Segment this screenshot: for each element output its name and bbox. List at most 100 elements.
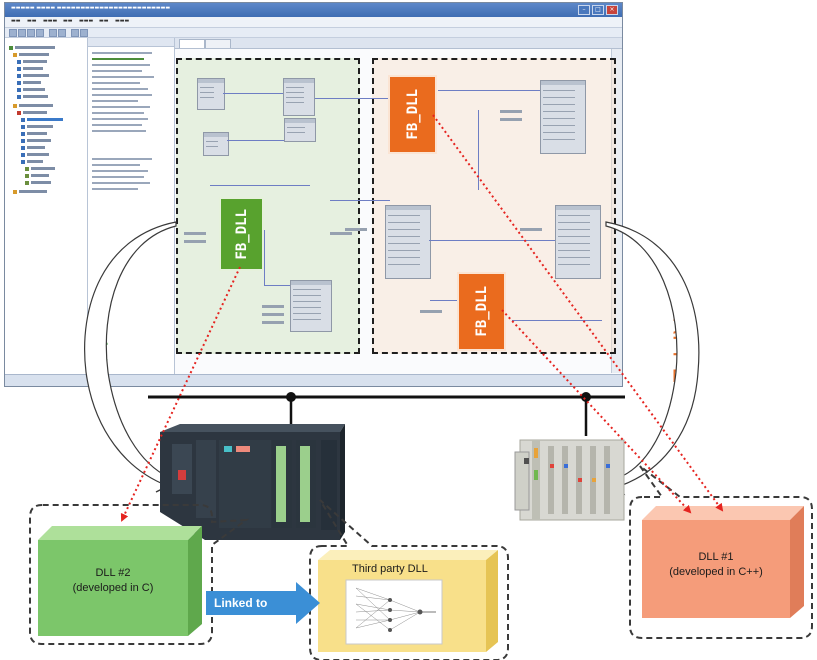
- maximize-button[interactable]: □: [592, 5, 604, 15]
- menu-item[interactable]: ▬▬: [99, 18, 109, 24]
- variable-row[interactable]: [92, 130, 146, 132]
- toolbar-button[interactable]: [9, 29, 17, 37]
- variable-row[interactable]: [92, 170, 148, 172]
- menu-item[interactable]: ▬▬▬: [115, 18, 130, 24]
- variable-row[interactable]: [92, 100, 138, 102]
- tree-node-label[interactable]: [23, 60, 47, 63]
- tree-node-label-selected[interactable]: [27, 118, 63, 121]
- variable-row[interactable]: [92, 176, 144, 178]
- tree-node-label[interactable]: [27, 125, 53, 128]
- tree-node-label[interactable]: [27, 139, 51, 142]
- variable-tag: [500, 110, 522, 113]
- toolbar-button[interactable]: [80, 29, 88, 37]
- fb-dll-block-right-bottom[interactable]: FB_DLL: [457, 272, 506, 351]
- tree-node-icon: [25, 174, 29, 178]
- tree-node-label[interactable]: [27, 153, 49, 156]
- toolbar-button[interactable]: [58, 29, 66, 37]
- variable-row[interactable]: [92, 106, 150, 108]
- variable-row[interactable]: [92, 88, 148, 90]
- tree-node-label[interactable]: [15, 46, 55, 49]
- tree-node-icon: [21, 132, 25, 136]
- variable-row[interactable]: [92, 124, 142, 126]
- toolbar-button[interactable]: [27, 29, 35, 37]
- connection-wire: [315, 98, 405, 99]
- menu-item[interactable]: ▬▬▬: [79, 18, 94, 24]
- tree-node-label[interactable]: [31, 181, 51, 184]
- variable-tag: [345, 228, 367, 231]
- variable-row[interactable]: [92, 164, 140, 166]
- variable-row[interactable]: [92, 64, 150, 66]
- function-block[interactable]: [290, 280, 332, 332]
- variable-tag: [330, 232, 352, 235]
- function-block[interactable]: [540, 80, 586, 154]
- tree-node-label[interactable]: [23, 88, 45, 91]
- tree-node-label[interactable]: [19, 190, 47, 193]
- editor-tab[interactable]: [205, 39, 231, 48]
- dll2-title: DLL #2: [95, 567, 131, 579]
- tree-node-label[interactable]: [23, 95, 48, 98]
- connector-left: [120, 266, 241, 522]
- menu-item[interactable]: ▬▬▬: [43, 18, 58, 24]
- toolbar-button[interactable]: [36, 29, 44, 37]
- tree-node-label[interactable]: [27, 132, 47, 135]
- dll2-box: DLL #2 (developed in C): [38, 566, 188, 596]
- plc-hardware: [160, 424, 345, 540]
- function-block[interactable]: [203, 132, 229, 156]
- window-titlebar: ▬▬▬▬▬ ▬▬▬▬ ▬▬▬▬▬▬▬▬▬▬▬▬▬▬▬▬▬▬▬▬▬▬▬▬ – □ …: [5, 3, 622, 17]
- tree-node-icon: [21, 125, 25, 129]
- tree-node-icon: [13, 53, 17, 57]
- fb-dll-block-right-top[interactable]: FB_DLL: [388, 75, 437, 154]
- variable-row[interactable]: [92, 118, 148, 120]
- tree-node-label[interactable]: [31, 167, 55, 170]
- tree-node-label[interactable]: [31, 174, 49, 177]
- neural-net-thumbnail: [345, 579, 443, 645]
- status-bar: [5, 374, 622, 386]
- variable-tag: [500, 118, 522, 121]
- function-block[interactable]: [284, 118, 316, 142]
- menu-item[interactable]: ▬▬: [11, 18, 21, 24]
- variable-row[interactable]: [92, 70, 142, 72]
- close-button[interactable]: ×: [606, 5, 618, 15]
- connection-wire: [227, 140, 284, 141]
- variable-row[interactable]: [92, 158, 152, 160]
- tree-node-icon: [17, 95, 21, 99]
- tree-node-label[interactable]: [19, 53, 49, 56]
- fb-dll-block-left[interactable]: FB_DLL: [219, 197, 264, 271]
- variable-row[interactable]: [92, 58, 144, 60]
- connector-right-top: [432, 114, 724, 512]
- tree-node-icon: [25, 167, 29, 171]
- tree-node-icon: [17, 88, 21, 92]
- menu-item[interactable]: ▬▬: [63, 18, 73, 24]
- menu-item[interactable]: ▬▬: [27, 18, 37, 24]
- tree-node-icon: [13, 190, 17, 194]
- variables-header: [88, 38, 174, 47]
- tree-node-icon: [21, 160, 25, 164]
- editor-scrollbar[interactable]: [611, 49, 622, 373]
- tree-node-label[interactable]: [19, 104, 53, 107]
- tree-node-label[interactable]: [23, 74, 49, 77]
- editor-tab[interactable]: [179, 39, 205, 48]
- variable-row[interactable]: [92, 182, 150, 184]
- variable-row[interactable]: [92, 52, 152, 54]
- variable-tag: [262, 313, 284, 316]
- toolbar-button[interactable]: [71, 29, 79, 37]
- variable-row[interactable]: [92, 76, 154, 78]
- toolbar-button[interactable]: [18, 29, 26, 37]
- tree-node-label[interactable]: [23, 111, 47, 114]
- function-block[interactable]: [555, 205, 601, 279]
- variable-row[interactable]: [92, 188, 138, 190]
- tree-node-label[interactable]: [23, 81, 41, 84]
- variable-row[interactable]: [92, 82, 140, 84]
- function-block[interactable]: [197, 78, 225, 110]
- variable-row[interactable]: [92, 94, 152, 96]
- minimize-button[interactable]: –: [578, 5, 590, 15]
- tree-node-label[interactable]: [23, 67, 43, 70]
- tree-node-label[interactable]: [27, 160, 43, 163]
- function-block[interactable]: [283, 78, 315, 116]
- function-block[interactable]: [385, 205, 431, 279]
- tree-node-icon: [25, 181, 29, 185]
- variable-row[interactable]: [92, 112, 144, 114]
- tree-node-label[interactable]: [27, 146, 45, 149]
- toolbar-button[interactable]: [49, 29, 57, 37]
